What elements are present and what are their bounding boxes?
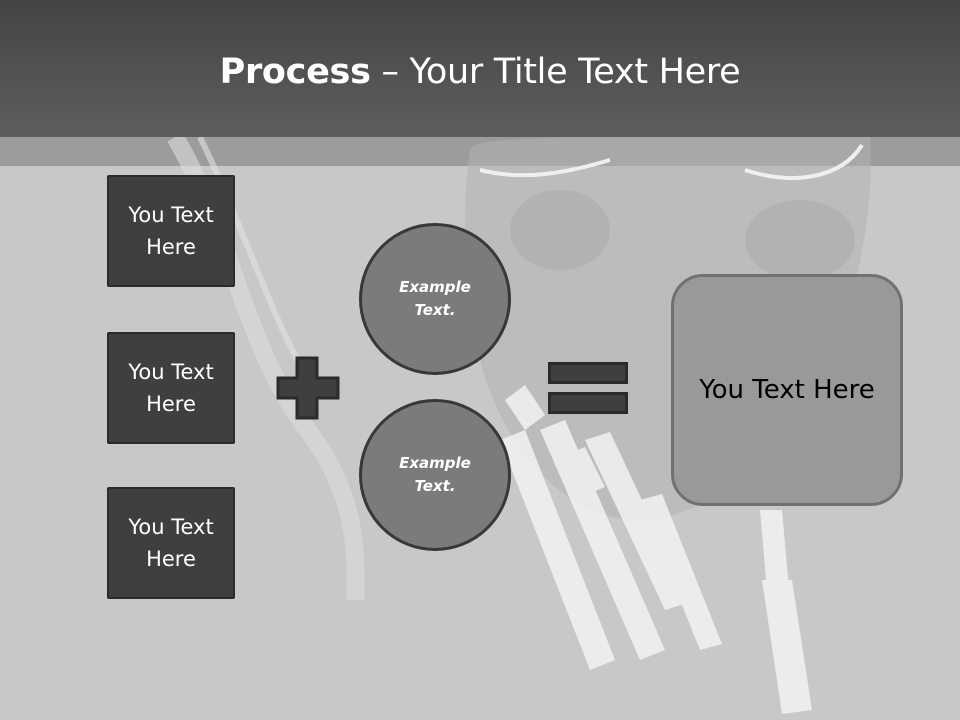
title-bar: Process – Your Title Text Here [0,0,960,137]
result-box[interactable]: You Text Here [671,274,903,506]
slide-title: Process – Your Title Text Here [0,52,960,92]
text-box-2-label: You Text Here [128,360,214,416]
text-box-1[interactable]: You Text Here [107,175,235,287]
result-box-label: You Text Here [699,375,875,405]
text-box-3[interactable]: You Text Here [107,487,235,599]
text-box-3-label: You Text Here [128,515,214,571]
example-circle-1[interactable]: Example Text. [359,223,511,375]
title-rest: – Your Title Text Here [370,52,741,92]
plus-icon [276,356,340,420]
equals-icon [548,362,628,414]
example-circle-2-label: Example Text. [399,454,471,495]
example-circle-2[interactable]: Example Text. [359,399,511,551]
example-circle-1-label: Example Text. [399,278,471,319]
text-box-2[interactable]: You Text Here [107,332,235,444]
text-box-1-label: You Text Here [128,203,214,259]
title-underband [0,137,960,166]
title-bold: Process [219,52,371,92]
